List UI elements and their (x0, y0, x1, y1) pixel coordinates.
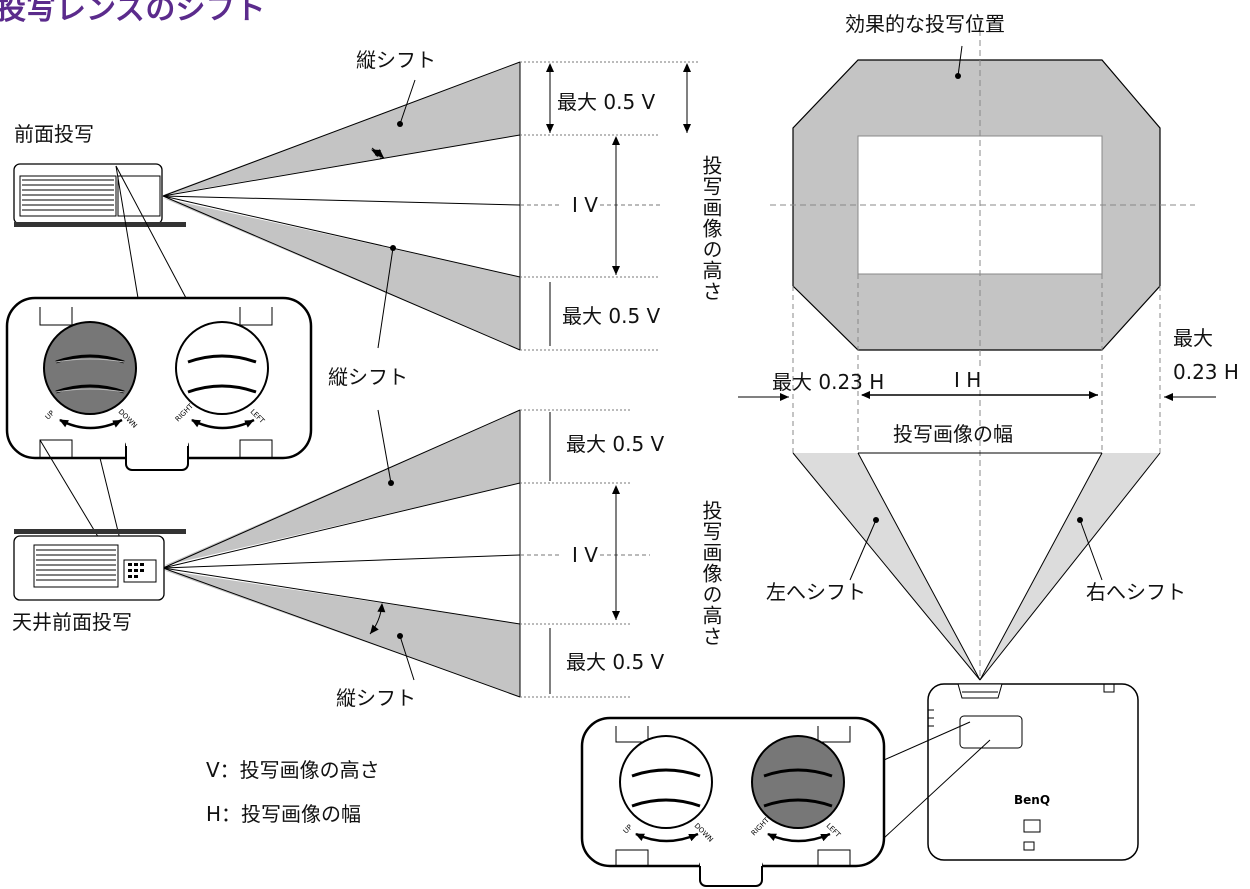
front-projector (13, 163, 187, 299)
ceiling-projection-beams (162, 409, 650, 698)
label-max-right-line2: 0.23 H (1173, 360, 1239, 384)
label-one-v-top: I V (570, 193, 600, 217)
label-image-height-top: 投写画像の高さ (699, 155, 723, 302)
label-vertical-shift-bottom: 縦シフト (336, 686, 416, 710)
label-max-05v-4: 最大 0.5 V (566, 650, 665, 674)
legend-v: V：投写画像の高さ (206, 758, 380, 782)
label-vertical-shift-middle: 縦シフト (328, 365, 408, 389)
effective-projection-area (738, 20, 1216, 680)
vertical-knob-callout: UP DOWN RIGHT LEFT (5, 296, 313, 581)
label-effective-position: 効果的な投写位置 (845, 12, 1005, 36)
ceiling-projector (13, 529, 186, 601)
label-max-05v-3: 最大 0.5 V (566, 432, 665, 456)
top-view-projector: BenQ (883, 683, 1139, 861)
label-vertical-shift-top: 縦シフト (356, 48, 436, 72)
page-title: 投写レンズのシフト (0, 0, 266, 27)
label-front-projection: 前面投写 (14, 122, 94, 146)
label-ceiling-front-projection: 天井前面投写 (12, 610, 132, 634)
horizontal-knob-callout: UP DOWN RIGHT LEFT (580, 716, 886, 887)
label-image-width: 投写画像の幅 (893, 422, 1013, 446)
label-one-v-bottom: I V (570, 543, 600, 567)
label-image-height-bottom: 投写画像の高さ (699, 500, 723, 647)
legend-h: H：投写画像の幅 (206, 802, 362, 826)
label-shift-left: 左へシフト (766, 580, 866, 604)
brand-logo: BenQ (1014, 793, 1050, 807)
front-projection-beams (162, 61, 700, 351)
horizontal-shift-beams (792, 452, 1161, 681)
label-max-023h-left: 最大 0.23 H (772, 370, 885, 394)
label-max-05v-2: 最大 0.5 V (562, 304, 661, 328)
label-one-h: I H (952, 368, 984, 392)
label-max-05v-1: 最大 0.5 V (557, 90, 656, 114)
label-max-right-line1: 最大 (1173, 326, 1213, 350)
label-shift-right: 右へシフト (1086, 580, 1186, 604)
